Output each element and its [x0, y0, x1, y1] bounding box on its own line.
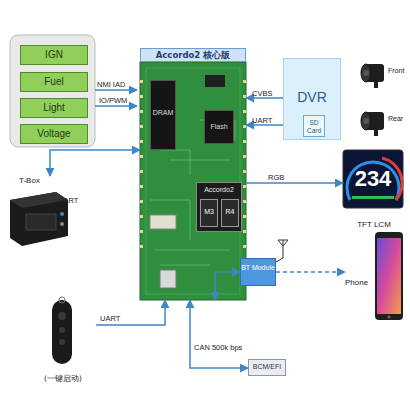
key-fob-illustration: [52, 297, 72, 364]
antenna-symbol: [276, 240, 288, 262]
tft-screen-illustration: [343, 150, 403, 208]
connector-arrow: [96, 300, 165, 325]
node-text: SD Card: [304, 119, 324, 135]
node-text: DRAM: [151, 109, 175, 116]
camera: Rear: [358, 110, 408, 134]
signal-arrow: [95, 89, 137, 91]
tft-display: 234TFT LCM: [343, 150, 405, 234]
input-panel: [10, 35, 95, 147]
memory-chip: DRAM: [150, 80, 176, 150]
node-text: IGN: [21, 49, 87, 60]
node-text: BT Module: [241, 264, 275, 272]
node-text: M3: [201, 208, 217, 215]
signal-box: Light: [20, 98, 88, 118]
node-text: TFT LCM: [343, 220, 405, 229]
phone-device: Phone: [345, 232, 405, 324]
connector-arrow: [215, 272, 240, 300]
signal-arrow: [95, 105, 137, 107]
node-text: BCM/EFI: [249, 363, 285, 370]
node-text: Rear: [388, 115, 403, 122]
node-text: (一键启动): [30, 374, 96, 384]
node-text: Phone: [345, 278, 368, 287]
core-board: Accordo2 核心版 DRAM FlashAccordo2M3 R4: [140, 48, 246, 300]
bt-module: BT Module: [240, 258, 276, 286]
key-fob: (一键启动): [30, 298, 96, 386]
camera-illustration: [361, 112, 384, 136]
node-text: Flash: [205, 123, 233, 130]
edge-label: UART: [58, 196, 78, 205]
connector-arrow: [246, 182, 343, 184]
signal-box: Fuel: [20, 72, 88, 92]
core-block: M3: [200, 199, 218, 227]
phone-illustration: [375, 232, 403, 320]
node-text: 234: [343, 166, 403, 192]
node-text: Fuel: [21, 76, 87, 87]
edge-label: CAN 500k bps: [194, 343, 242, 352]
node-text: DVR: [284, 89, 340, 105]
connector-arrow: [190, 300, 248, 368]
dvr-box: DVR SD Card: [283, 58, 341, 140]
node-text: Voltage: [21, 128, 87, 139]
edge-label: RGB: [268, 173, 284, 182]
edge-label: UART: [252, 116, 272, 125]
signal-label: NMI IAD: [97, 80, 125, 89]
bus-box: BCM/EFI: [248, 359, 286, 376]
signal-box: Voltage: [20, 124, 88, 144]
tbox-device: T-Box: [5, 176, 71, 248]
camera: Front: [358, 62, 408, 86]
signal-label: IO/PWM: [99, 96, 127, 105]
edge-label: CVBS: [252, 89, 272, 98]
node-text: Accordo2 核心版: [140, 48, 246, 62]
sd-card-box: SD Card: [303, 115, 325, 137]
soc-chip: Accordo2M3 R4: [196, 182, 242, 232]
node-text: Front: [388, 67, 404, 74]
edge-label: UART: [100, 314, 120, 323]
node-text: R4: [222, 208, 238, 215]
core-block: R4: [221, 199, 239, 227]
core-board-illustration: [140, 62, 246, 300]
node-text: Light: [21, 102, 87, 113]
signal-box: IGN: [20, 45, 88, 65]
node-text: T-Box: [19, 176, 40, 185]
connector-arrow: [50, 150, 140, 176]
node-text: Accordo2: [197, 186, 241, 193]
camera-illustration: [361, 64, 384, 88]
connector-arrow: [276, 271, 345, 273]
memory-chip: Flash: [204, 110, 234, 144]
